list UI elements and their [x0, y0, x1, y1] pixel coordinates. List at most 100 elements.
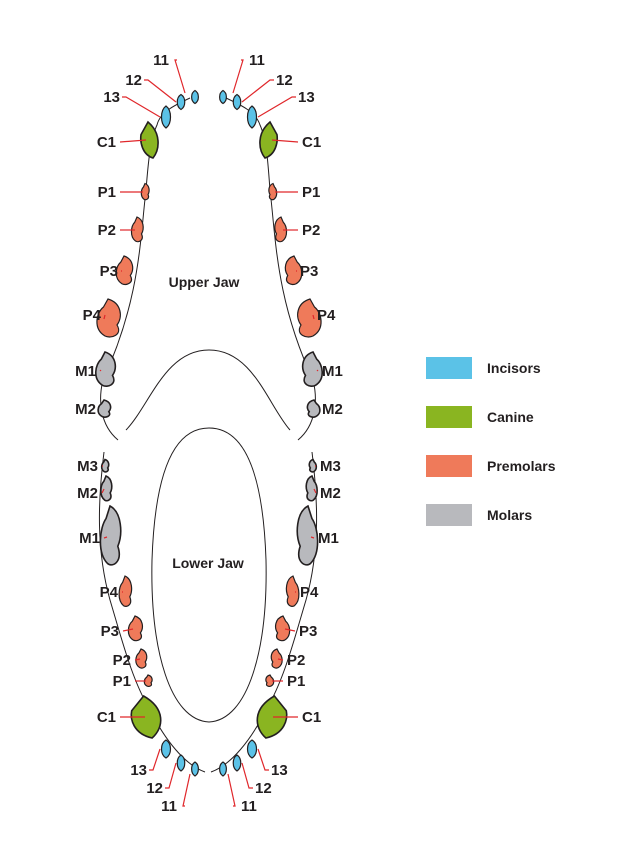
tooth-label-lower-left-c1: C1: [97, 709, 116, 726]
tooth-upper-left-p2: [131, 217, 143, 242]
tooth-label-lower-right-11: 11: [241, 798, 257, 815]
leader-line-upper-left-12: [144, 80, 176, 102]
tooth-label-upper-right-p3: P3: [300, 263, 318, 280]
legend: Incisors Canine Premolars Molars: [426, 356, 555, 552]
leader-line-upper-left-11: [175, 60, 185, 93]
tooth-label-lower-right-m1: M1: [318, 530, 339, 547]
tooth-label-upper-left-11: 11: [153, 52, 169, 69]
tooth-lower-left-m1: [100, 506, 120, 565]
tooth-label-lower-left-p3: P3: [101, 623, 119, 640]
tooth-label-lower-right-13: 13: [271, 762, 288, 779]
tooth-label-lower-right-c1: C1: [302, 709, 321, 726]
legend-label: Incisors: [487, 360, 541, 376]
tooth-label-lower-left-m3: M3: [77, 458, 98, 475]
tooth-lower-right-13: [248, 740, 257, 758]
tooth-label-lower-right-p2: P2: [287, 652, 305, 669]
leader-line-lower-right-12: [242, 763, 253, 788]
tooth-lower-left-p3: [128, 616, 142, 641]
tooth-label-lower-right-m3: M3: [320, 458, 341, 475]
leader-line-lower-right-11: [228, 774, 235, 806]
tooth-upper-left-m2: [98, 400, 110, 417]
tooth-label-lower-left-13: 13: [130, 762, 147, 779]
tooth-label-upper-right-12: 12: [276, 72, 293, 89]
tooth-lower-left-m2: [101, 476, 112, 501]
tooth-label-upper-right-13: 13: [298, 89, 315, 106]
tooth-lower-left-p2: [136, 649, 147, 668]
tooth-upper-right-m1: [303, 352, 323, 386]
leader-line-upper-right-13: [258, 97, 296, 117]
tooth-label-upper-left-p4: P4: [83, 307, 102, 324]
leader-line-lower-right-13: [258, 749, 269, 770]
legend-label: Premolars: [487, 458, 555, 474]
tooth-label-lower-left-11: 11: [161, 798, 177, 815]
tooth-lower-right-m2: [306, 476, 317, 501]
leader-line-upper-left-13: [122, 97, 160, 117]
legend-item-incisors: Incisors: [426, 356, 555, 380]
leader-line-upper-right-m1: [317, 370, 318, 371]
leader-line-lower-left-12: [165, 763, 176, 788]
tooth-label-upper-right-p4: P4: [317, 307, 336, 324]
legend-label: Canine: [487, 409, 534, 425]
tooth-label-upper-right-c1: C1: [302, 134, 321, 151]
upper-jaw-label: Upper Jaw: [169, 274, 240, 290]
tooth-lower-left-12: [177, 755, 185, 771]
tooth-label-upper-left-c1: C1: [97, 134, 116, 151]
tooth-lower-right-m1: [297, 506, 317, 565]
jaw-outlines: [99, 98, 316, 772]
tooth-label-upper-left-m2: M2: [75, 401, 96, 418]
tooth-upper-right-12: [233, 95, 241, 110]
tooth-label-lower-right-m2: M2: [320, 485, 341, 502]
tooth-upper-right-m2: [307, 400, 319, 417]
molars-swatch: [426, 504, 472, 526]
leader-line-lower-left-13: [149, 749, 160, 770]
tooth-lower-right-p4: [286, 576, 298, 606]
tooth-label-lower-left-m1: M1: [79, 530, 100, 547]
tooth-label-lower-left-p2: P2: [113, 652, 131, 669]
tooth-lower-right-12: [233, 755, 241, 771]
lower-jaw-inner: [152, 428, 266, 722]
legend-item-canine: Canine: [426, 405, 555, 429]
tooth-lower-left-13: [162, 740, 171, 758]
tooth-label-lower-right-p4: P4: [300, 584, 319, 601]
tooth-label-upper-right-11: 11: [249, 52, 265, 69]
tooth-lower-left-11: [192, 762, 199, 776]
leader-line-upper-left-m1: [100, 370, 101, 371]
tooth-label-lower-right-12: 12: [255, 780, 272, 797]
tooth-label-lower-right-p3: P3: [299, 623, 317, 640]
legend-item-premolars: Premolars: [426, 454, 555, 478]
tooth-upper-left-11: [192, 91, 199, 104]
tooth-upper-left-13: [162, 106, 171, 128]
tooth-lower-right-11: [220, 762, 227, 776]
tooth-lower-left-p4: [119, 576, 131, 606]
tooth-label-lower-left-p1: P1: [113, 673, 131, 690]
palate-curve: [126, 350, 290, 430]
tooth-lower-right-p2: [271, 649, 282, 668]
tooth-label-upper-right-p2: P2: [302, 222, 320, 239]
tooth-label-upper-left-p2: P2: [98, 222, 116, 239]
leader-line-lower-left-11: [183, 774, 190, 806]
leader-line-upper-right-11: [233, 60, 243, 93]
leader-line-upper-right-12: [242, 80, 274, 102]
lower-jaw-label: Lower Jaw: [172, 555, 244, 571]
tooth-label-lower-left-p4: P4: [100, 584, 119, 601]
tooth-upper-left-12: [177, 95, 185, 110]
tooth-label-upper-left-13: 13: [103, 89, 120, 106]
incisors-swatch: [426, 357, 472, 379]
tooth-label-upper-left-m1: M1: [75, 363, 96, 380]
tooth-label-upper-right-p1: P1: [302, 184, 320, 201]
canine-swatch: [426, 406, 472, 428]
tooth-label-upper-right-m2: M2: [322, 401, 343, 418]
tooth-label-upper-left-12: 12: [125, 72, 142, 89]
tooth-lower-right-p3: [276, 616, 290, 641]
tooth-upper-left-m1: [96, 352, 116, 386]
legend-item-molars: Molars: [426, 503, 555, 527]
tooth-label-upper-right-m1: M1: [322, 363, 343, 380]
tooth-upper-right-11: [220, 91, 227, 104]
tooth-upper-left-p3: [116, 256, 132, 284]
tooth-label-lower-left-m2: M2: [77, 485, 98, 502]
tooth-upper-right-p2: [275, 217, 287, 242]
tooth-label-lower-right-p1: P1: [287, 673, 305, 690]
premolars-swatch: [426, 455, 472, 477]
tooth-upper-right-13: [248, 106, 257, 128]
